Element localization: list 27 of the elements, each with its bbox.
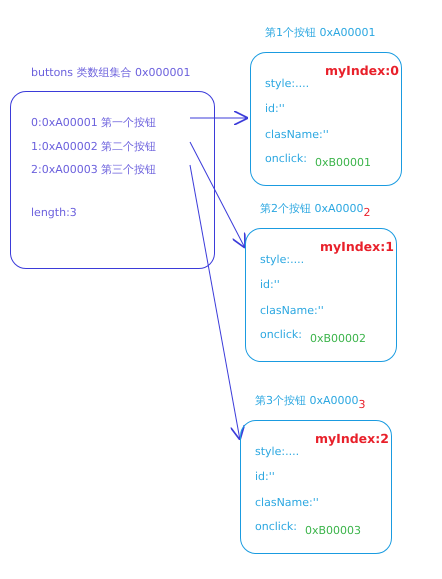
index-property: myIndex:1 <box>320 240 394 254</box>
arrow <box>190 142 246 249</box>
box-heading: 第1个按钮 0xA00001 <box>265 26 376 40</box>
address-value: 0xB00002 <box>310 332 366 346</box>
index-property: myIndex:0 <box>325 64 399 78</box>
array-item: 2:0xA00003 第三个按钮 <box>31 158 191 174</box>
property-text: id:'' <box>260 278 280 292</box>
property-text: id:'' <box>265 102 285 116</box>
property-text: onclick: <box>265 152 307 166</box>
property-text: clasName:'' <box>265 128 329 142</box>
property-text: clasName:'' <box>255 496 319 510</box>
array-item: 1:0xA00002 第二个按钮 <box>31 135 191 151</box>
property-text: style:.... <box>260 253 304 267</box>
property-text: id:'' <box>255 470 275 484</box>
property-text: onclick: <box>255 520 297 534</box>
array-item: 0:0xA00001 第一个按钮 <box>31 111 191 127</box>
property-text: clasName:'' <box>260 304 324 318</box>
arrow <box>190 164 246 441</box>
index-property: myIndex:2 <box>315 432 389 446</box>
address-value: 0xB00001 <box>315 156 372 170</box>
length-text: length:3 <box>31 206 77 220</box>
box-heading: buttons 类数组集合 0x000001 <box>31 66 191 80</box>
arrow <box>190 110 249 126</box>
property-text: style:.... <box>255 445 300 459</box>
address-value: 0xB00003 <box>305 524 362 538</box>
property-text: onclick: <box>260 328 302 342</box>
property-text: style:.... <box>265 77 310 91</box>
